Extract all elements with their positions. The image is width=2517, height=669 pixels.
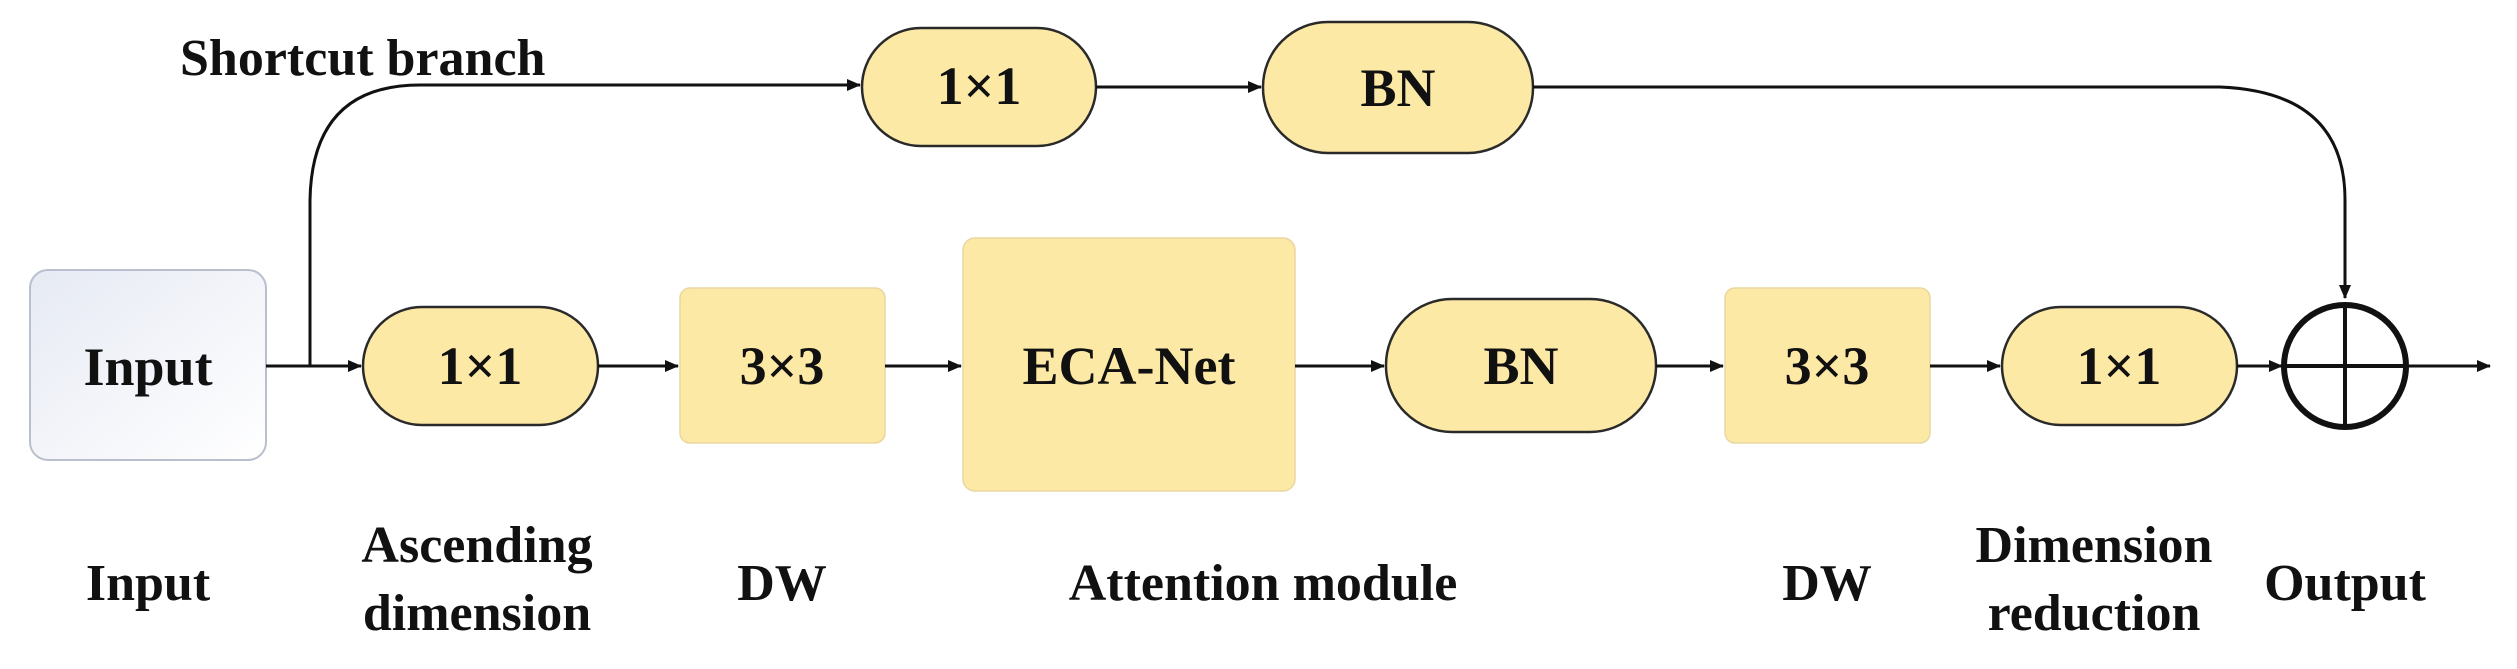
caption-output: Output	[2264, 555, 2427, 612]
bn-label: BN	[1483, 336, 1558, 396]
caption-ascending-line1: Ascending	[361, 517, 592, 574]
dw1-label: 3×3	[740, 336, 825, 396]
input-block: Input	[29, 269, 267, 461]
dw1-3x3-block: 3×3	[679, 287, 886, 444]
shortcut-connector-down	[1533, 85, 2351, 299]
caption-dw2: DW	[1782, 555, 1872, 612]
dw2-3x3-block: 3×3	[1724, 287, 1931, 444]
shortcut-connector-up	[308, 79, 861, 366]
caption-dw1: DW	[737, 555, 827, 612]
eca-net-block: ECA-Net	[962, 237, 1296, 492]
shortcut-bn-label: BN	[1360, 58, 1435, 118]
input-block-label: Input	[83, 337, 212, 397]
caption-input: Input	[86, 555, 211, 612]
conv1-1x1-block: 1×1	[361, 305, 600, 427]
shortcut-conv-label: 1×1	[937, 56, 1022, 116]
conv2-1x1-block: 1×1	[2000, 305, 2239, 427]
add-operator-icon	[2281, 302, 2409, 430]
shortcut-branch-title: Shortcut branch	[180, 30, 546, 87]
caption-reduction-line1: Dimension	[1976, 517, 2213, 574]
shortcut-bn-block: BN	[1261, 20, 1535, 155]
dw2-label: 3×3	[1785, 336, 1870, 396]
caption-reduction-line2: reduction	[1988, 585, 2201, 642]
conv1-label: 1×1	[438, 336, 523, 396]
shortcut-conv-1x1-block: 1×1	[860, 26, 1098, 148]
eca-net-label: ECA-Net	[1023, 336, 1236, 396]
bn-block: BN	[1384, 297, 1658, 434]
conv2-label: 1×1	[2077, 336, 2162, 396]
caption-ascending-line2: dimension	[363, 585, 591, 642]
caption-attention-module: Attention module	[1069, 555, 1458, 612]
